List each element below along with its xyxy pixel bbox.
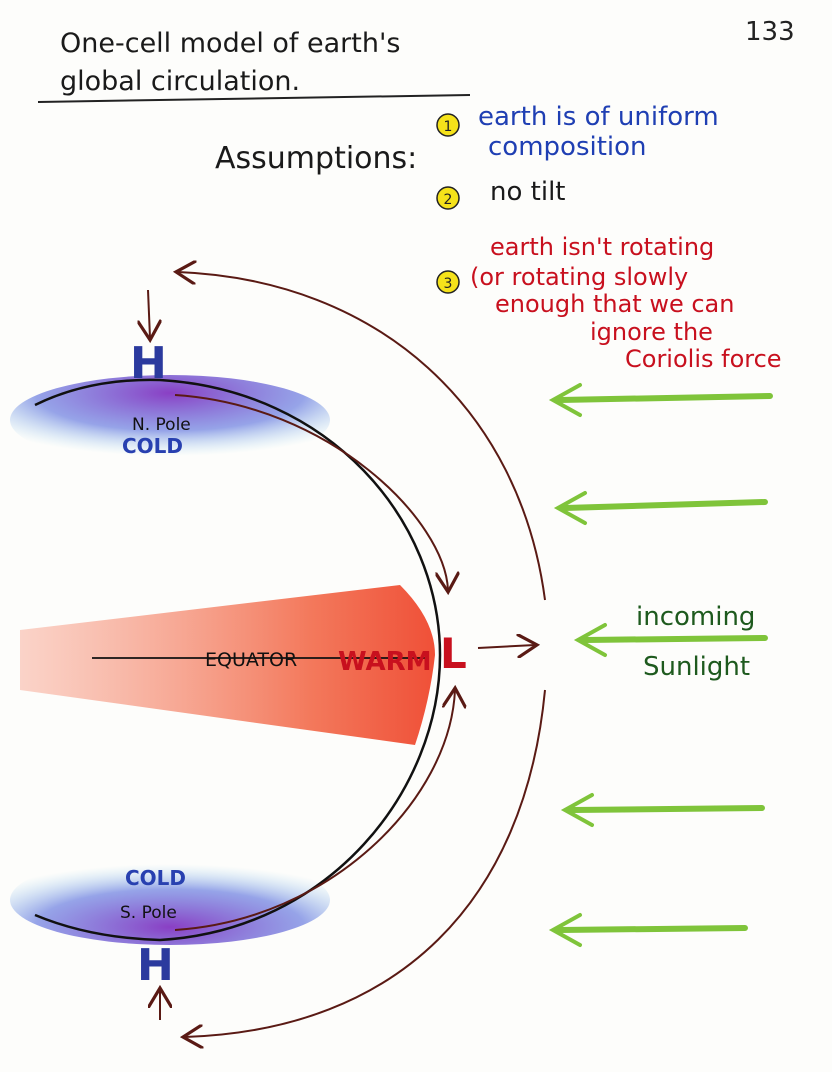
title-underline xyxy=(37,94,471,103)
svg-text:1: 1 xyxy=(444,119,453,135)
surface-flow-north-arrow xyxy=(174,394,448,590)
svg-text:2: 2 xyxy=(444,192,453,208)
upper-flow-north-arrow xyxy=(178,272,546,601)
warm-label: WARM xyxy=(338,647,432,677)
assumption-3: 3 earth isn't rotating (or rotating slow… xyxy=(436,233,782,373)
sun-arrow xyxy=(573,623,768,657)
sun-arrow xyxy=(548,913,748,947)
svg-text:earth is of uniform: earth is of uniform xyxy=(478,102,719,132)
north-cold-label: COLD xyxy=(122,434,183,458)
sun-arrow xyxy=(553,491,768,525)
sinking-air-north-arrow xyxy=(148,289,150,338)
number-badge-1 xyxy=(436,113,460,137)
number-badge-2 xyxy=(436,186,460,210)
sunlight-label-line-2: Sunlight xyxy=(643,652,750,682)
svg-text:Coriolis force: Coriolis force xyxy=(625,345,782,373)
north-high-pressure: H xyxy=(130,338,167,389)
south-high-pressure: H xyxy=(137,940,174,991)
title-line-1: One-cell model of earth's xyxy=(60,28,400,59)
number-badge-3 xyxy=(436,270,460,294)
svg-text:no tilt: no tilt xyxy=(490,177,566,207)
assumption-2: 2 no tilt xyxy=(436,177,566,210)
sun-arrow xyxy=(560,793,765,827)
sunlight-label-line-1: incoming xyxy=(636,602,755,632)
equator-warm-shading xyxy=(20,585,435,745)
svg-text:enough that we can: enough that we can xyxy=(495,290,734,318)
assumption-1: 1 earth is of uniform composition xyxy=(436,102,719,162)
earth-outline xyxy=(34,378,442,942)
page-number: 133 xyxy=(745,17,795,47)
south-pole-label: S. Pole xyxy=(120,903,177,923)
south-cold-label: COLD xyxy=(125,866,186,890)
surface-flow-south-arrow xyxy=(174,690,455,931)
rising-air-arrow xyxy=(477,645,535,648)
upper-flow-south-arrow xyxy=(185,689,546,1037)
svg-text:earth isn't rotating: earth isn't rotating xyxy=(490,233,714,261)
circulation-cell xyxy=(148,272,546,1037)
sunlight-arrows xyxy=(548,383,773,947)
svg-text:ignore the: ignore the xyxy=(590,318,713,346)
equator-label: EQUATOR xyxy=(205,649,297,671)
svg-text:composition: composition xyxy=(488,132,647,162)
svg-text:3: 3 xyxy=(444,276,453,292)
title-line-2: global circulation. xyxy=(60,66,300,97)
sun-arrow xyxy=(548,383,773,417)
assumptions-label: Assumptions: xyxy=(215,141,417,176)
svg-text:(or rotating slowly: (or rotating slowly xyxy=(470,263,688,291)
north-pole-label: N. Pole xyxy=(132,415,191,435)
low-pressure-label: L xyxy=(440,629,467,678)
